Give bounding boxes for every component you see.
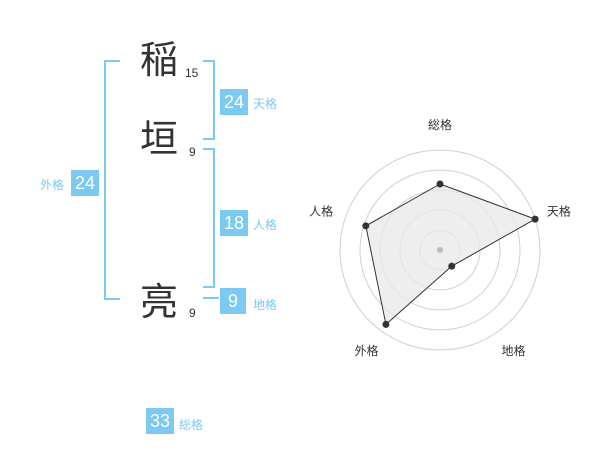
jinkaku-value: 18 bbox=[220, 210, 248, 236]
gaikaku-label: 外格 bbox=[40, 178, 65, 192]
radar-ring bbox=[359, 169, 521, 331]
name-char-3: 亮 bbox=[140, 280, 179, 324]
gaikaku-value: 24 bbox=[71, 170, 99, 196]
name-char-1: 稲 bbox=[140, 38, 179, 82]
radar-axis-label-2: 天格 bbox=[547, 203, 571, 218]
chikaku-label: 地格 bbox=[253, 298, 278, 312]
jinkaku-label: 人格 bbox=[253, 218, 278, 232]
radar-center-dot bbox=[437, 247, 443, 253]
radar-point-3 bbox=[448, 262, 456, 270]
tenkaku-label: 天格 bbox=[253, 97, 278, 111]
radar-point-5 bbox=[362, 222, 370, 230]
name-char-1-strokes: 15 bbox=[185, 66, 199, 80]
soukaku-value: 33 bbox=[146, 408, 174, 434]
name-char-2: 垣 bbox=[140, 117, 179, 161]
radar-axis-label-1: 総格 bbox=[428, 117, 452, 132]
radar-axis-label-3: 地格 bbox=[501, 343, 525, 358]
name-char-2-strokes: 9 bbox=[189, 145, 196, 159]
radar-point-2 bbox=[531, 215, 539, 223]
jinkaku-bracket bbox=[203, 148, 215, 288]
tenkaku-bracket bbox=[203, 60, 215, 140]
radar-point-1 bbox=[436, 180, 444, 188]
soukaku-label: 総格 bbox=[179, 418, 204, 432]
radar-point-4 bbox=[382, 320, 390, 328]
radar-axis-label-5: 人格 bbox=[309, 203, 333, 218]
radar-ring bbox=[339, 149, 541, 351]
radar-polygon bbox=[365, 183, 537, 326]
tenkaku-value: 24 bbox=[220, 89, 248, 115]
gaikaku-bracket bbox=[104, 60, 120, 300]
name-char-3-strokes: 9 bbox=[189, 306, 196, 320]
radar-axis-label-4: 外格 bbox=[355, 343, 379, 358]
chikaku-value: 9 bbox=[220, 288, 246, 314]
chikaku-connector bbox=[203, 297, 219, 299]
